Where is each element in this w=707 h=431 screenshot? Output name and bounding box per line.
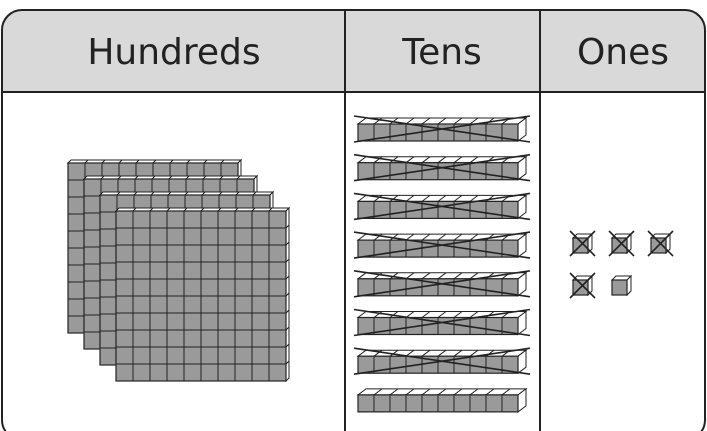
header-hundreds: Hundreds xyxy=(87,32,260,73)
header-ones: Ones xyxy=(577,32,669,73)
cross-out-mark xyxy=(353,231,531,259)
ten-rod xyxy=(353,115,531,143)
cross-out-mark xyxy=(353,308,531,337)
one-cube xyxy=(569,230,596,257)
one-cube xyxy=(608,230,635,257)
one-cube xyxy=(569,272,596,299)
ten-rod xyxy=(353,231,531,259)
hundred-flat xyxy=(114,206,291,383)
tens-rods xyxy=(353,115,531,413)
header-band xyxy=(2,10,705,92)
ten-rod xyxy=(353,153,531,182)
chart-border xyxy=(1,9,706,431)
one-cube xyxy=(647,230,674,257)
cross-out-mark xyxy=(569,272,596,299)
cross-out-mark xyxy=(353,192,531,221)
ten-rod xyxy=(353,192,531,221)
ten-rod xyxy=(353,270,531,298)
ten-rod xyxy=(356,387,528,413)
ten-rod xyxy=(353,347,531,375)
cross-out-mark xyxy=(647,230,674,257)
cross-out-mark xyxy=(353,347,531,375)
ones-cubes xyxy=(569,230,674,299)
hundreds-blocks xyxy=(66,158,291,383)
header-tens: Tens xyxy=(401,32,482,73)
one-cube xyxy=(610,274,633,297)
cross-out-mark xyxy=(608,230,635,257)
cross-out-mark xyxy=(353,270,531,298)
cross-out-mark xyxy=(353,115,531,143)
cross-out-mark xyxy=(569,230,596,257)
ten-rod xyxy=(353,308,531,337)
cross-out-mark xyxy=(353,153,531,182)
